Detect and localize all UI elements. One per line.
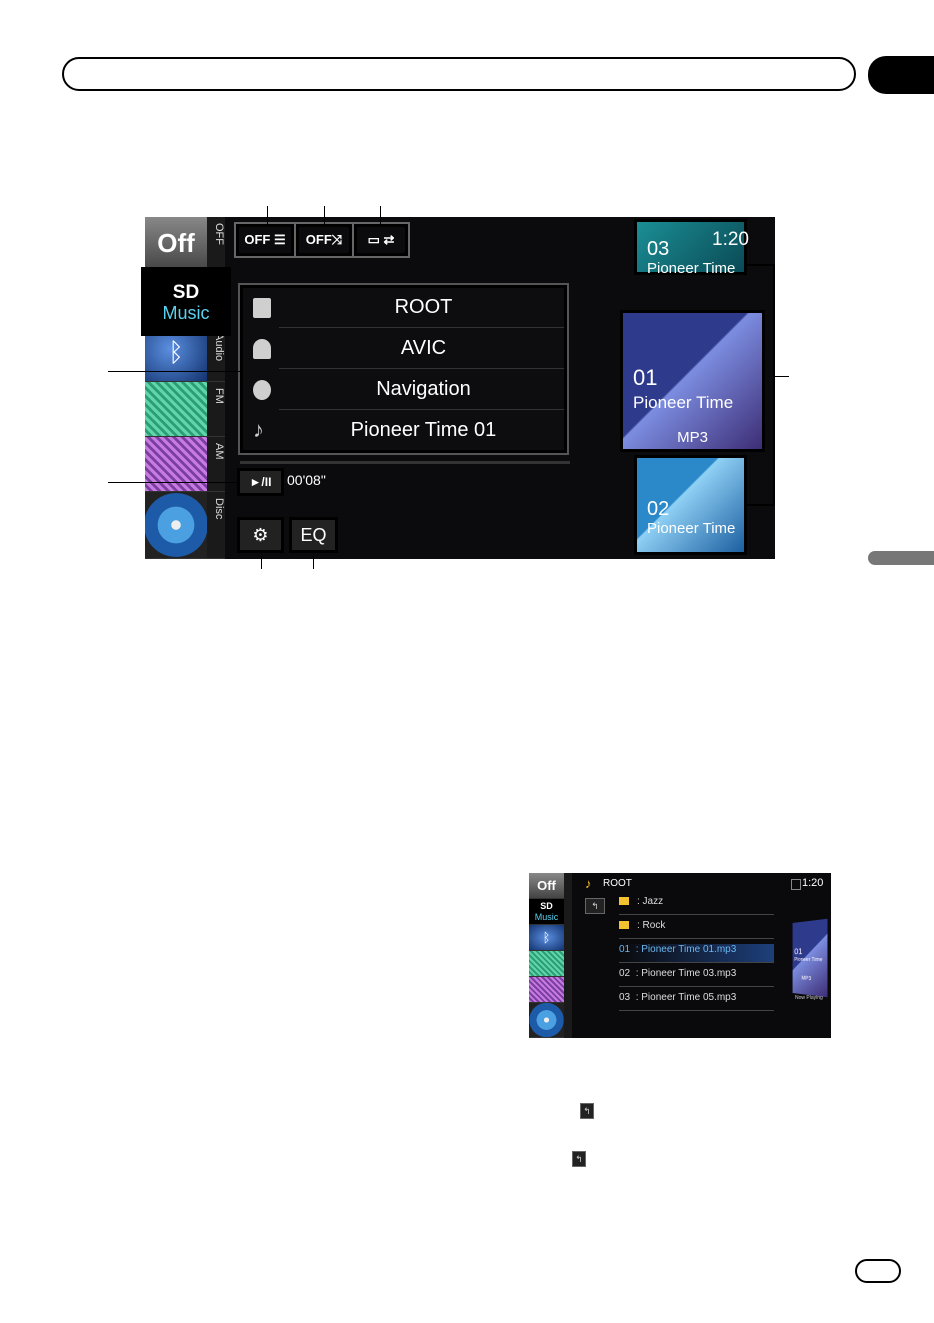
info-row-folder: ROOT [243,288,564,328]
album-title: Pioneer Time [647,520,736,537]
callout-line [261,553,262,569]
radio-fm-icon [145,382,207,436]
mini-sd-button[interactable]: SD Music [529,899,564,925]
list-item[interactable]: : Jazz [619,896,774,915]
source-item-off[interactable]: Off OFF [145,217,225,272]
mini-album-number: 01 [794,947,803,957]
mini-bluetooth-icon[interactable]: ᛒ [529,925,564,951]
mini-album-art[interactable]: 01 Pioneer Time MP3 [792,918,828,998]
callout-bracket [773,264,775,506]
source-label: Audio [207,327,225,381]
play-pause-button[interactable]: ►/II [237,468,284,496]
album-number: 01 [633,365,658,390]
disc-icon [145,492,207,558]
sd-music-button[interactable]: SD Music [141,267,231,336]
folder-icon [253,298,271,318]
mini-album-format: MP3 [801,975,812,983]
info-row-artist: AVIC [243,329,564,369]
album-number: 03 [647,238,670,260]
artist-icon [253,339,271,359]
source-item-fm[interactable]: FM [145,382,225,437]
page-number-badge [855,1259,901,1283]
side-index-tab [868,551,934,565]
folder-name: ROOT [394,296,453,318]
album-title: Pioneer Time [647,260,736,277]
current-path: ROOT [603,878,632,889]
source-label: OFF [207,217,225,271]
source-item-disc[interactable]: Disc [145,492,225,559]
album-art-prev[interactable]: 03 Pioneer Time [634,219,747,277]
callout-line [313,553,314,569]
album-art-current[interactable]: 01 Pioneer Time MP3 [620,310,765,452]
track-info-panel: ROOT AVIC Navigation ♪ Pioneer Time 01 [238,283,569,455]
callout-bracket [747,264,775,266]
shuffle-button[interactable]: OFF⤨ [294,222,354,258]
source-label: AM [207,437,225,491]
track-title: Pioneer Time 01 [350,419,497,441]
music-label: Music [162,303,210,323]
up-folder-button[interactable]: ↰ [585,898,605,914]
music-note-icon: ♪ [253,417,264,442]
off-icon: Off [145,217,207,271]
source-menu: Off OFF ᛒ Audio FM AM Disc [145,217,225,559]
list-item[interactable]: : Rock [619,920,774,939]
progress-bar[interactable] [240,461,570,464]
repeat-list-button[interactable]: OFF ☰ [234,222,296,258]
album-name: Navigation [376,378,471,400]
music-note-icon: ♪ [585,876,592,891]
clock-indicator-icon [791,879,801,890]
album-title: Pioneer Time [633,393,734,412]
album-art-next[interactable]: 02 Pioneer Time [634,455,747,555]
list-item[interactable]: 03 : Pioneer Time 05.mp3 [619,992,774,1011]
info-row-track: ♪ Pioneer Time 01 [243,411,564,451]
source-label: Disc [207,492,225,558]
folder-icon [619,897,629,906]
album-format: MP3 [677,429,708,446]
header-bar [62,57,856,91]
now-playing-label: Now Playing [795,995,823,1001]
callout-line [324,206,325,224]
clock: 1:20 [712,229,749,250]
mini-disc-icon[interactable] [529,1003,564,1038]
callout-bracket [747,504,775,506]
mini-music-label: Music [534,912,559,922]
list-item[interactable]: 02 : Pioneer Time 03.mp3 [619,968,774,987]
up-folder-icon: ↰ [572,1151,586,1167]
album-number: 02 [647,498,670,520]
source-item-audio[interactable]: ᛒ Audio [145,327,225,382]
list-item-selected[interactable]: 01 : Pioneer Time 01.mp3 [619,944,774,963]
source-label: FM [207,382,225,436]
sd-label: SD [172,282,200,303]
mini-fm-icon[interactable] [529,951,564,977]
callout-line [380,206,381,224]
album-disc-icon [253,380,271,400]
source-item-am[interactable]: AM [145,437,225,492]
repeat-button[interactable]: ▭ ⇄ [352,222,410,258]
mini-source-labels [564,873,572,1038]
callout-line [108,482,237,483]
bluetooth-icon: ᛒ [145,327,207,381]
chapter-tab [868,56,934,94]
callout-line [775,376,789,377]
mini-off-button[interactable]: Off [529,873,564,899]
settings-button[interactable]: ⚙ [237,517,284,553]
mini-sd-label: SD [540,901,553,911]
artist-name: AVIC [400,337,447,359]
eq-button[interactable]: EQ [289,517,338,553]
mini-album-title: Pioneer Time [794,956,823,964]
info-row-album: Navigation [243,370,564,410]
up-folder-icon: ↰ [580,1103,594,1119]
callout-line [108,371,240,372]
callout-line [267,206,268,224]
folder-icon [619,921,629,930]
elapsed-time: 00'08" [287,472,326,488]
folder-list-screen: Off SD Music ᛒ ♪ ROOT 1:20 ↰ : Jazz : Ro… [529,873,831,1038]
mini-am-icon[interactable] [529,977,564,1003]
mini-clock: 1:20 [802,877,824,889]
